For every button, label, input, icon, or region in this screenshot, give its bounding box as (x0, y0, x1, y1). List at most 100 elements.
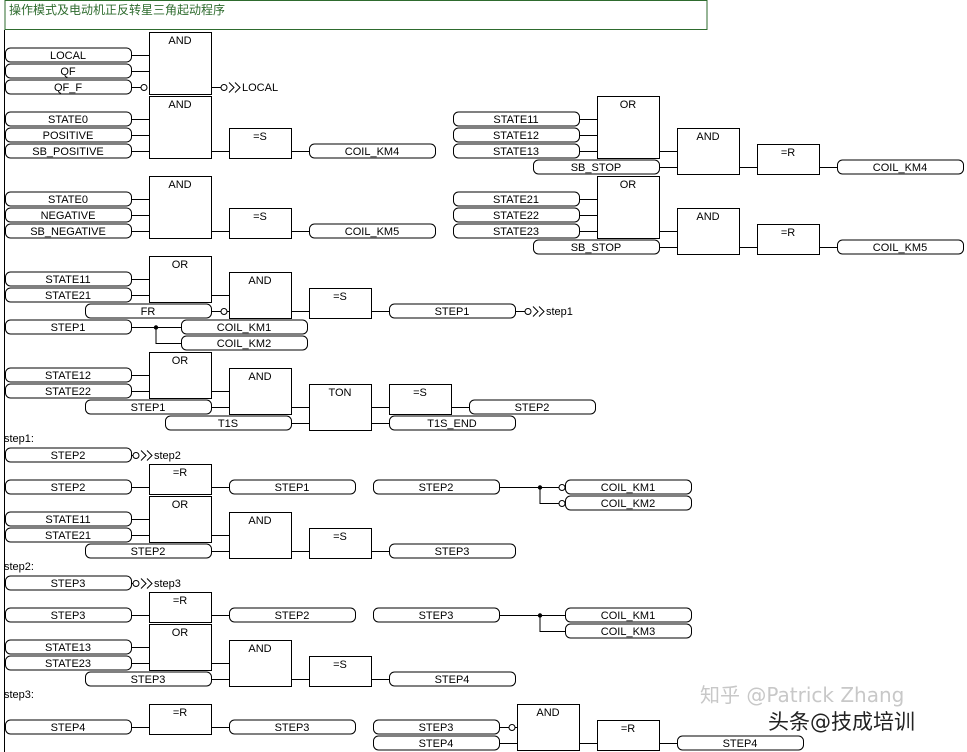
and-block[interactable] (229, 512, 292, 559)
variable-label: COIL_KM2 (217, 338, 271, 350)
variable-label: STEP3 (51, 610, 86, 622)
variable-box[interactable] (229, 719, 356, 735)
variable-label: STEP3 (51, 578, 86, 590)
negation-circle (508, 724, 516, 731)
block-label: =R (781, 147, 795, 159)
variable-label: POSITIVE (43, 130, 94, 142)
block-label: =R (173, 467, 187, 479)
variable-box[interactable] (389, 671, 516, 687)
variable-label: STEP4 (419, 738, 454, 750)
negation-circle (524, 308, 532, 315)
set-block[interactable] (229, 208, 292, 239)
negation-circle (140, 84, 148, 91)
variable-label: QF (60, 66, 76, 78)
variable-label: COIL_KM1 (601, 610, 655, 622)
or-block[interactable] (149, 624, 212, 671)
reset-block[interactable] (149, 704, 212, 735)
set-block[interactable] (309, 288, 372, 319)
set-block[interactable] (389, 384, 452, 415)
variable-box[interactable] (837, 239, 964, 255)
or-block[interactable] (597, 96, 660, 159)
or-block[interactable] (149, 256, 212, 303)
variable-label: SB_POSITIVE (32, 146, 104, 158)
variable-box[interactable] (565, 479, 692, 495)
and-block[interactable] (677, 208, 740, 255)
wire (140, 578, 147, 589)
set-block[interactable] (309, 656, 372, 687)
variable-label: STEP2 (275, 610, 310, 622)
variable-box[interactable] (837, 159, 964, 175)
timer-block[interactable] (309, 384, 372, 431)
set-block[interactable] (229, 128, 292, 159)
variable-label: SB_NEGATIVE (30, 226, 106, 238)
and-block[interactable] (229, 368, 292, 415)
variable-label: LOCAL (50, 50, 86, 62)
variable-label: STATE22 (493, 210, 539, 222)
block-label: OR (172, 259, 189, 271)
negation-circle (558, 500, 566, 507)
variable-label: COIL_KM5 (873, 242, 927, 254)
variable-label: STEP2 (51, 482, 86, 494)
variable-label: STATE23 (45, 658, 91, 670)
variable-label: STEP1 (435, 306, 470, 318)
block-label: AND (536, 707, 559, 719)
variable-label: STATE11 (45, 274, 90, 286)
label-step1: step1: (4, 433, 34, 445)
variable-label: STATE21 (45, 290, 91, 302)
reset-block[interactable] (149, 464, 212, 495)
jump-label: LOCAL (242, 82, 278, 94)
variable-label: STEP1 (275, 482, 310, 494)
variable-label: STATE0 (48, 114, 88, 126)
and-block[interactable] (149, 96, 212, 159)
and-block[interactable] (229, 272, 292, 319)
reset-block[interactable] (757, 224, 820, 255)
variable-label: STATE13 (45, 642, 91, 654)
variable-label: COIL_KM2 (601, 498, 655, 510)
negation-circle (558, 484, 566, 491)
variable-box[interactable] (469, 399, 596, 415)
variable-box[interactable] (229, 479, 356, 495)
variable-box[interactable] (565, 495, 692, 511)
or-block[interactable] (149, 496, 212, 543)
variable-label: T1S_END (427, 418, 477, 430)
block-label: OR (172, 627, 189, 639)
variable-label: NEGATIVE (41, 210, 96, 222)
variable-label: STATE21 (493, 194, 539, 206)
variable-label: STEP2 (51, 450, 86, 462)
reset-block[interactable] (597, 720, 660, 751)
set-block[interactable] (309, 528, 372, 559)
variable-box[interactable] (677, 735, 804, 751)
variable-box[interactable] (309, 223, 436, 239)
variable-label: STEP2 (419, 482, 454, 494)
variable-box[interactable] (181, 335, 308, 351)
and-block[interactable] (677, 128, 740, 175)
variable-label: STEP1 (51, 322, 86, 334)
and-block[interactable] (149, 32, 212, 95)
variable-label: STEP3 (419, 610, 454, 622)
block-label: AND (248, 275, 271, 287)
reset-block[interactable] (757, 144, 820, 175)
block-label: AND (168, 35, 191, 47)
variable-box[interactable] (565, 623, 692, 639)
variable-box[interactable] (389, 543, 516, 559)
block-label: =R (173, 707, 187, 719)
block-label: AND (248, 371, 271, 383)
block-label: =S (333, 291, 347, 303)
jump-label: step1 (546, 306, 573, 318)
block-label: =R (173, 595, 187, 607)
or-block[interactable] (597, 176, 660, 239)
or-block[interactable] (149, 352, 212, 399)
variable-box[interactable] (309, 143, 436, 159)
variable-label: STATE12 (493, 130, 539, 142)
variable-box[interactable] (181, 319, 308, 335)
and-block[interactable] (149, 176, 212, 239)
and-block[interactable] (517, 704, 580, 751)
variable-label: COIL_KM1 (217, 322, 271, 334)
variable-label: STEP4 (51, 722, 86, 734)
variable-box[interactable] (565, 607, 692, 623)
variable-box[interactable] (389, 415, 516, 431)
variable-box[interactable] (229, 607, 356, 623)
and-block[interactable] (229, 640, 292, 687)
reset-block[interactable] (149, 592, 212, 623)
variable-label: STEP2 (515, 402, 550, 414)
